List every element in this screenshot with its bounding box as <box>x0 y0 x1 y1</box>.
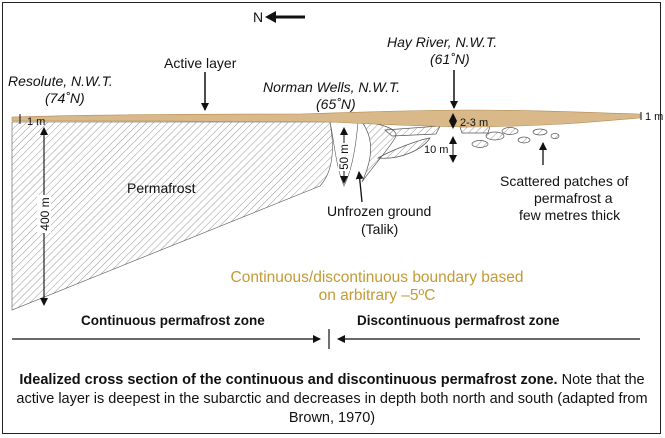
discontinuous-zone-label: Discontinuous permafrost zone <box>357 313 560 328</box>
diagram-frame <box>2 2 661 434</box>
resolute-active-depth: 1 m <box>27 116 45 128</box>
discontinuous-permafrost-patches <box>361 121 560 183</box>
boundary-note-line-2: on arbitrary –5ºC <box>319 287 436 304</box>
permafrost-label: Permafrost <box>127 180 196 196</box>
unfrozen-ground-label: Unfrozen ground <box>327 203 431 219</box>
hay-active-depth: 2-3 m <box>460 117 488 129</box>
scattered-patches-line-1: Scattered patches of <box>500 173 629 189</box>
continuous-zone-label: Continuous permafrost zone <box>81 313 265 328</box>
figure-caption: Idealized cross section of the continuou… <box>6 371 658 428</box>
north-arrow-icon <box>265 11 305 23</box>
talik-label: (Talik) <box>361 221 398 237</box>
talik-arrow-icon <box>355 171 364 203</box>
hay-patch-depth: 10 m <box>424 144 448 156</box>
scattered-patches-line-2: permafrost a <box>534 190 613 206</box>
depth-50-label-bg <box>338 143 350 171</box>
norman-wells-name: Norman Wells, N.W.T. <box>263 79 400 95</box>
scattered-patches-line-3: few metres thick <box>519 207 621 223</box>
hay-river-name: Hay River, N.W.T. <box>387 34 497 50</box>
resolute-name: Resolute, N.W.T. <box>8 73 113 89</box>
depth-400-label-bg <box>37 195 51 233</box>
caption-rest: Note that the active layer is deepest in… <box>16 372 648 426</box>
caption-bold: Idealized cross section of the continuou… <box>19 372 558 388</box>
resolute-latitude: (74˚N) <box>45 90 85 106</box>
permafrost-cross-section-diagram: N Active layer Resolute, N.W.T. (74˚N) 1… <box>8 9 663 349</box>
active-layer-band <box>11 109 641 128</box>
north-label: N <box>253 9 263 25</box>
active-layer-label: Active layer <box>164 55 237 71</box>
right-active-depth: 1 m <box>645 111 663 123</box>
depth-400-label: 400 m <box>38 197 52 230</box>
hay-river-latitude: (61˚N) <box>430 51 470 67</box>
norman-wells-latitude: (65˚N) <box>316 96 356 112</box>
depth-50-label: 50 m <box>339 144 351 170</box>
boundary-note-line-1: Continuous/discontinuous boundary based <box>231 269 524 286</box>
